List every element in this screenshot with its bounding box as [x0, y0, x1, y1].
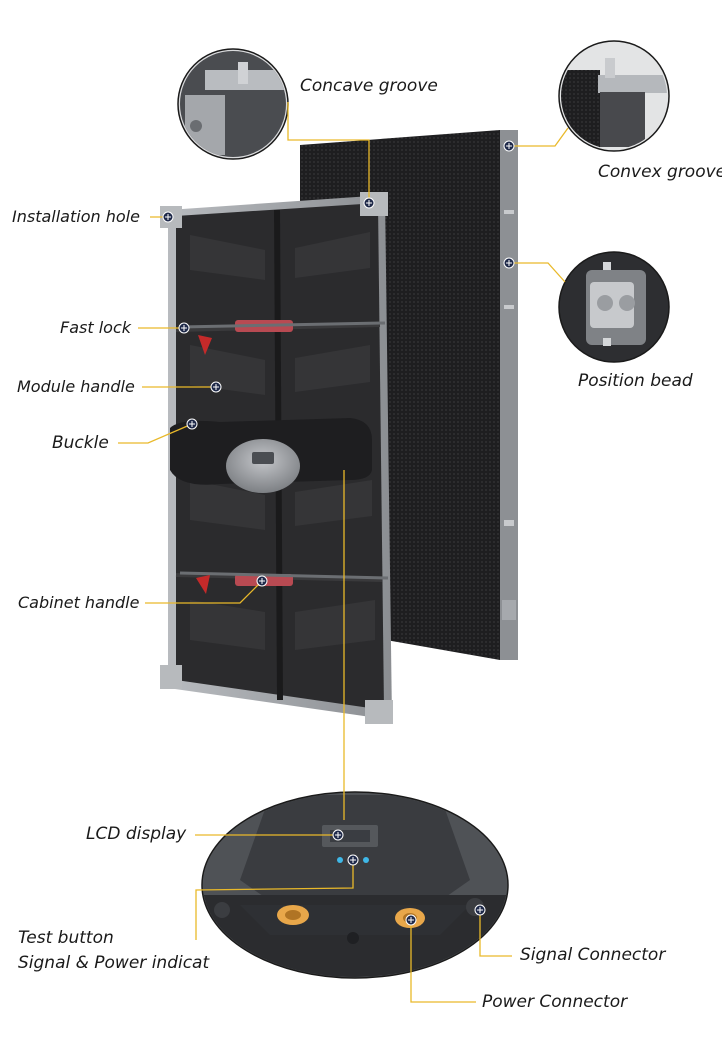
marker-power-connector: [405, 914, 417, 926]
label-fast-lock: Fast lock: [60, 318, 131, 337]
marker-convex-groove: [503, 140, 515, 152]
front-cabinet-rear: [160, 192, 393, 724]
marker-concave-groove: [363, 197, 375, 209]
marker-signal-connector: [474, 904, 486, 916]
leader-power-connector: [410, 920, 476, 1003]
marker-test-button: [347, 854, 359, 866]
marker-fast-lock: [178, 322, 190, 334]
marker-lcd-display: [332, 829, 344, 841]
leader-position-bead: [509, 262, 566, 283]
label-position-bead: Position bead: [578, 371, 693, 391]
marker-cabinet-handle: [256, 575, 268, 587]
inset-concave-groove: [177, 48, 289, 160]
label-installation-hole: Installation hole: [12, 207, 140, 226]
label-signal-power-indicator: Signal & Power indicat: [18, 953, 210, 973]
leader-concave-groove: [287, 102, 370, 203]
marker-installation-hole: [162, 211, 174, 223]
label-signal-connector: Signal Connector: [520, 945, 666, 965]
label-concave-groove: Concave groove: [300, 76, 438, 96]
marker-module-handle: [210, 381, 222, 393]
label-buckle: Buckle: [52, 433, 109, 453]
leader-signal-connector: [479, 910, 512, 957]
inset-position-bead: [558, 251, 670, 363]
leader-lines: [118, 102, 569, 1003]
label-convex-groove: Convex groove: [598, 162, 722, 182]
label-test-button: Test button: [18, 928, 114, 948]
inset-control-panel: [201, 791, 509, 979]
label-lcd-display: LCD display: [86, 824, 187, 844]
leader-cabinet-handle: [145, 580, 263, 604]
leader-convex-groove: [509, 127, 569, 147]
marker-buckle: [186, 418, 198, 430]
label-module-handle: Module handle: [17, 377, 135, 396]
label-cabinet-handle: Cabinet handle: [18, 593, 140, 612]
label-power-connector: Power Connector: [482, 992, 628, 1012]
leader-test-button: [195, 860, 354, 940]
inset-convex-groove: [558, 40, 670, 152]
marker-position-bead: [503, 257, 515, 269]
callout-markers: [162, 140, 515, 926]
leader-buckle: [118, 423, 193, 444]
